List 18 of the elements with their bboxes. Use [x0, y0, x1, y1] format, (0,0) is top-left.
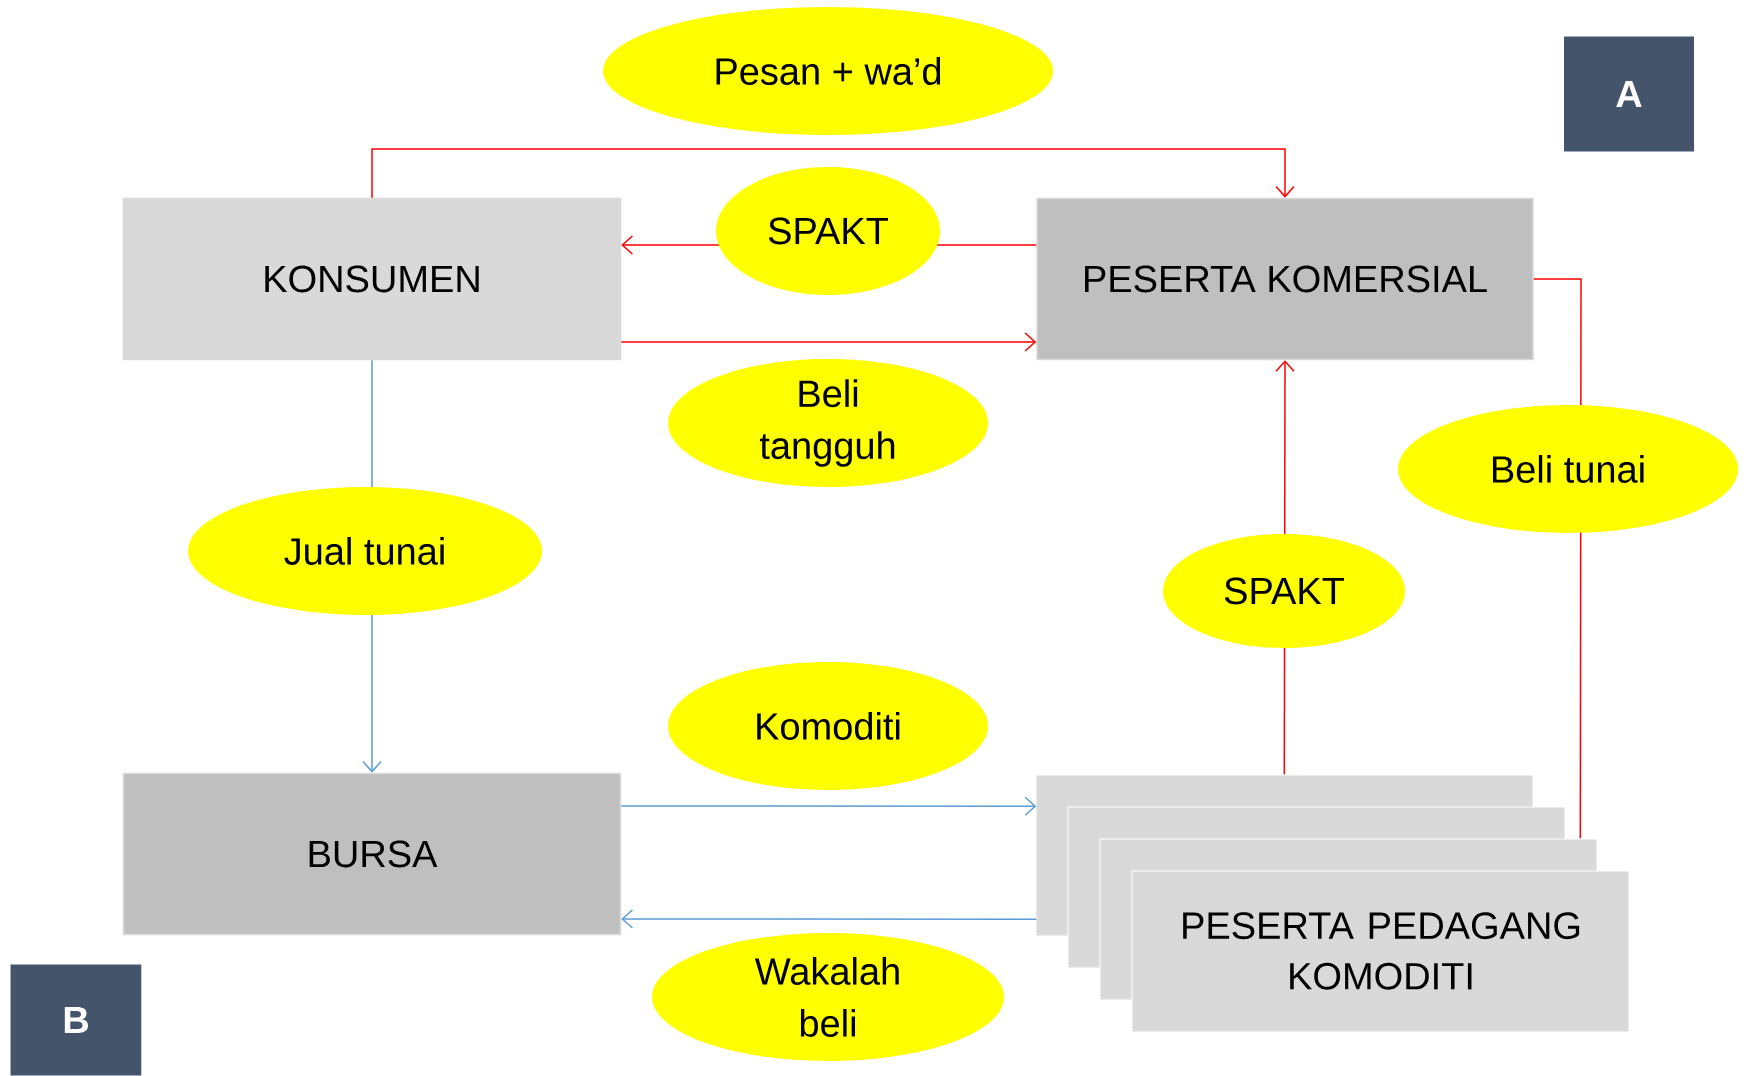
arrow [621, 909, 1038, 929]
edge-label: SPAKT [1163, 534, 1405, 648]
letter-tag: A [1564, 36, 1694, 152]
process-box: PESERTA KOMERSIAL [1036, 197, 1534, 361]
stacked-boxes: PESERTA PEDAGANG KOMODITI [1035, 774, 1630, 1033]
edge-label: Beli tunai [1398, 405, 1738, 533]
process-box: KONSUMEN [122, 197, 622, 361]
edge-label: Jual tunai [188, 487, 542, 615]
edge-label: Pesan + wa’d [603, 7, 1053, 135]
edge-label: Wakalah beli [652, 933, 1004, 1061]
letter-tag: B [10, 964, 142, 1076]
process-box: BURSA [122, 772, 622, 936]
edge-label: Komoditi [668, 662, 988, 790]
arrow [620, 796, 1037, 817]
edge-label: Beli tangguh [668, 359, 988, 487]
arrow [371, 148, 1295, 199]
edge-label: SPAKT [716, 167, 940, 295]
arrow [620, 332, 1037, 352]
